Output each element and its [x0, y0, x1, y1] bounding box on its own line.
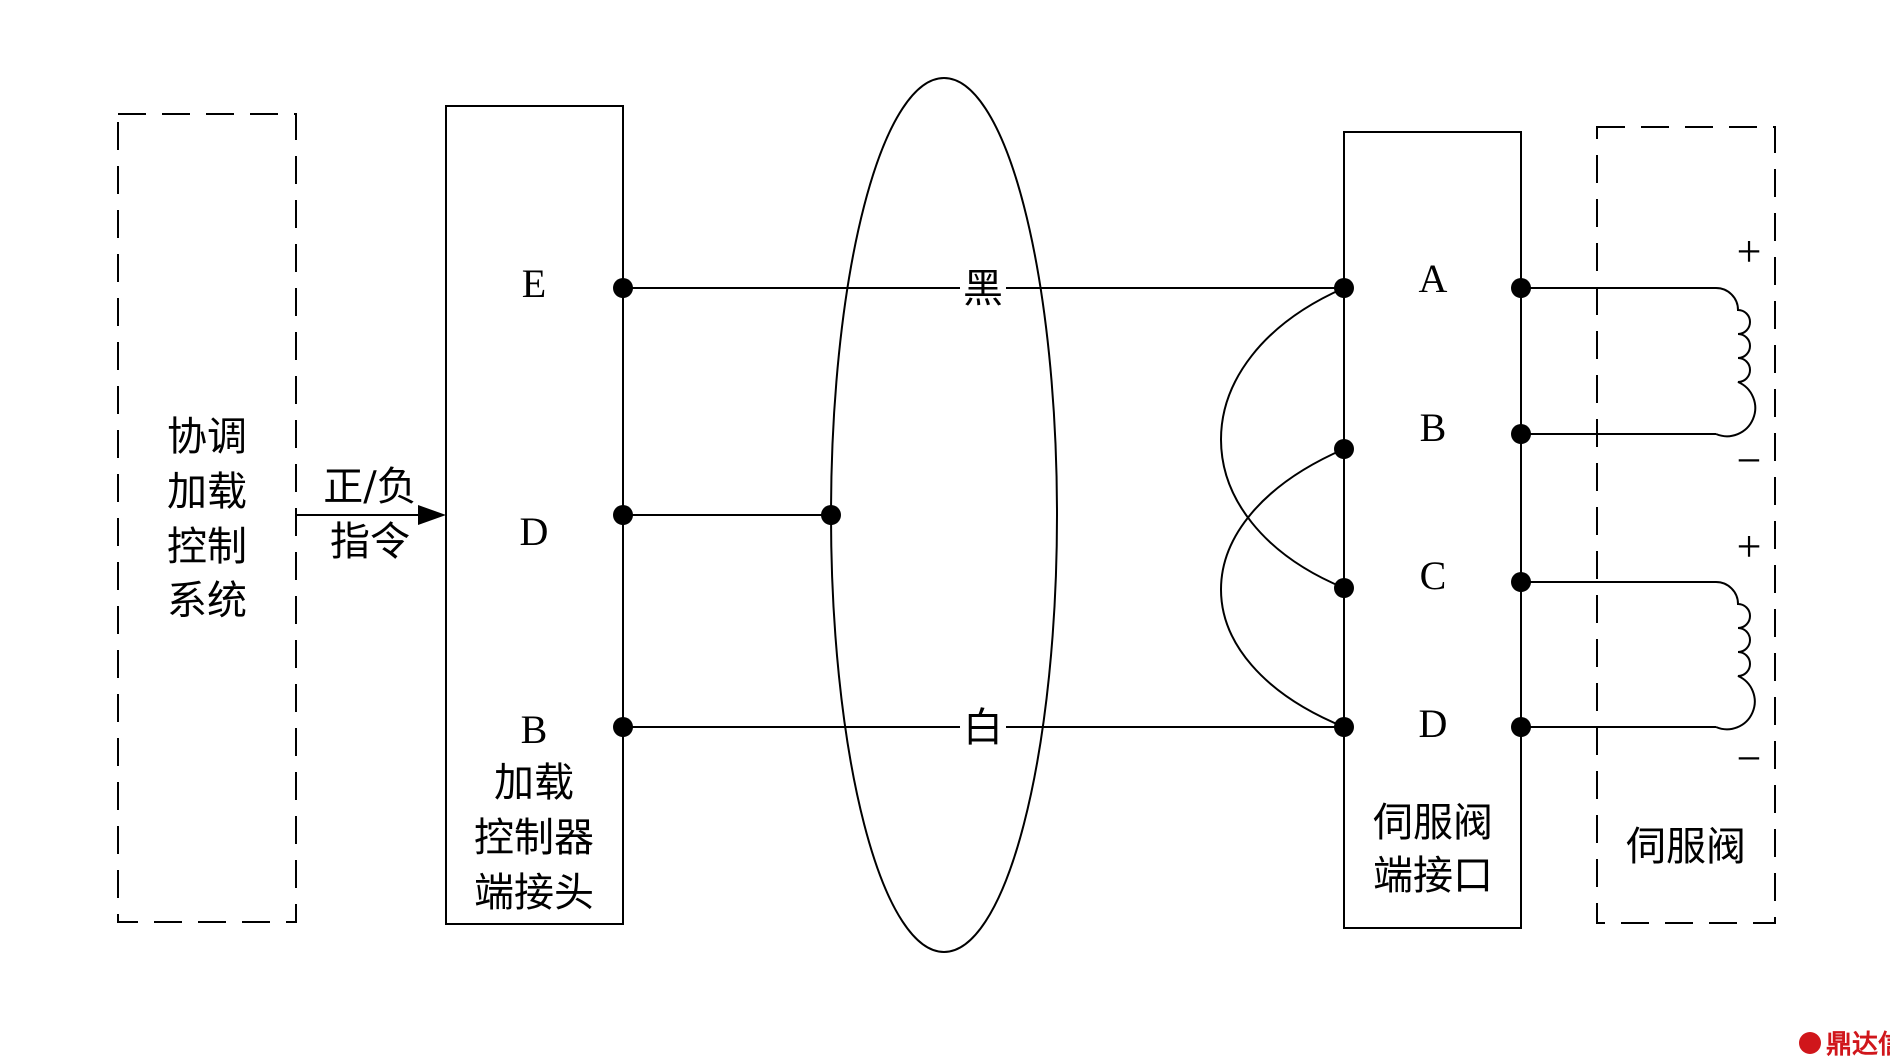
port-left-a-terminal — [1334, 278, 1354, 298]
coil-1 — [1715, 287, 1757, 438]
black-wire-label: 黑 — [963, 266, 1003, 312]
load-pin-b-label: B — [521, 707, 548, 752]
command-label-1: 正/负 — [323, 464, 416, 510]
load-pin-b-terminal — [613, 717, 633, 737]
shield-terminal — [821, 505, 841, 525]
load-pin-d-label: D — [520, 509, 549, 554]
jumper-a-to-c — [1220, 287, 1345, 589]
load-connector-label-3: 端接头 — [474, 870, 594, 916]
coil2-minus: − — [1737, 734, 1762, 783]
valve-port-label-1: 伺服阀 — [1373, 800, 1493, 846]
port-pin-b-label: B — [1420, 405, 1447, 450]
coil2-plus: + — [1737, 522, 1762, 571]
servo-valve-label: 伺服阀 — [1626, 824, 1746, 870]
white-wire-label: 白 — [963, 705, 1003, 751]
load-pin-e-label: E — [522, 261, 546, 306]
port-right-c-terminal — [1511, 572, 1531, 592]
load-pin-d-terminal — [613, 505, 633, 525]
port-pin-a-label: A — [1419, 256, 1448, 301]
port-left-b-terminal — [1334, 439, 1354, 459]
port-pin-d-label: D — [1419, 701, 1448, 746]
load-connector-label-2: 控制器 — [474, 815, 594, 861]
black-label-bg — [960, 266, 1006, 310]
coil-2 — [1715, 581, 1756, 731]
valve-port-label-2: 端接口 — [1373, 853, 1493, 899]
coil1-minus: − — [1737, 436, 1762, 485]
port-right-d-terminal — [1511, 717, 1531, 737]
servo-valve-port-box — [1343, 131, 1522, 929]
jumper-b-to-d — [1220, 448, 1345, 728]
control-system-label-3: 控制 — [167, 524, 247, 570]
command-label-2: 指令 — [330, 519, 410, 565]
control-system-box — [117, 113, 297, 923]
cable-shield-ellipse — [830, 77, 1058, 953]
watermark-logo-icon — [1799, 1032, 1821, 1054]
load-pin-e-terminal — [613, 278, 633, 298]
port-left-c-terminal — [1334, 578, 1354, 598]
servo-valve-box — [1596, 126, 1776, 924]
port-left-d-terminal — [1334, 717, 1354, 737]
watermark-text: 鼎达信 — [1826, 1030, 1890, 1060]
command-arrow-head — [418, 505, 446, 525]
load-connector-label-1: 加载 — [494, 760, 574, 806]
port-right-a-terminal — [1511, 278, 1531, 298]
control-system-label-2: 加载 — [167, 469, 247, 515]
control-system-label-1: 协调 — [167, 414, 247, 460]
coil1-plus: + — [1737, 227, 1762, 276]
port-pin-c-label: C — [1420, 553, 1447, 598]
white-label-bg — [960, 705, 1006, 749]
control-system-label-4: 系统 — [167, 578, 247, 624]
port-right-b-terminal — [1511, 424, 1531, 444]
watermark: 鼎达信 — [1799, 1030, 1890, 1060]
